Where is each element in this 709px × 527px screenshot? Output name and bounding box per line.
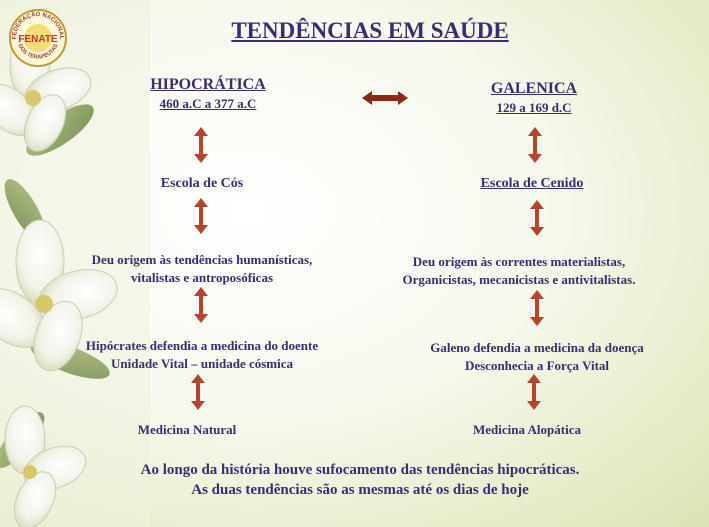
galenica-defense: Galeno defendia a medicina da doença Des… <box>387 339 687 375</box>
double-arrow-vertical-icon <box>191 374 205 410</box>
footer-line2: As duas tendências são as mesmas até os … <box>191 482 529 498</box>
double-arrow-vertical-icon <box>194 127 208 163</box>
hipocratica-school: Escola de Cós <box>160 176 244 191</box>
footer-text: Ao longo da história houve sufocamento d… <box>60 460 660 500</box>
galenica-origin: Deu origem às correntes materialistas, O… <box>369 253 669 289</box>
galenica-school: Escola de Cenido <box>480 176 584 191</box>
galenica-origin-line1: Deu origem às correntes materialistas, <box>412 254 626 269</box>
footer-line1: Ao longo da história houve sufocamento d… <box>140 462 580 478</box>
svg-text:FENATE: FENATE <box>18 34 58 45</box>
double-arrow-horizontal-icon <box>362 91 408 105</box>
hipocratica-medicine: Medicina Natural <box>137 422 237 437</box>
double-arrow-vertical-icon <box>194 198 208 234</box>
magnolia-flowers-decoration <box>0 0 150 527</box>
double-arrow-vertical-icon <box>194 287 208 323</box>
galenica-period: 129 a 169 d.C <box>496 100 572 115</box>
hipocratica-defense-line2: Unidade Vital – unidade cósmica <box>110 356 294 371</box>
hipocratica-origin: Deu origem às tendências humanísticas, v… <box>52 251 352 287</box>
galenica-medicine: Medicina Alopática <box>473 422 581 437</box>
hipocratica-heading: HIPOCRÁTICA <box>150 76 266 93</box>
galenica-defense-line2: Desconhecia a Força Vital <box>464 358 610 373</box>
double-arrow-vertical-icon <box>530 200 544 236</box>
hipocratica-period: 460 a.C a 377 a.C <box>159 96 257 111</box>
galenica-origin-line2: Organicistas, mecanicistas e antivitalis… <box>402 272 636 287</box>
double-arrow-vertical-icon <box>527 374 541 410</box>
galenica-heading: GALENICA <box>490 80 578 97</box>
fenate-logo: FEDERAÇÃO NACIONAL FENATE DOS TERAPEUTAS <box>9 9 67 67</box>
slide-title: TENDÊNCIAS EM SAÚDE <box>231 18 509 43</box>
double-arrow-vertical-icon <box>528 127 542 163</box>
hipocratica-origin-line2: vitalistas e antroposóficas <box>130 270 274 285</box>
hipocratica-defense: Hipócrates defendia a medicina do doente… <box>44 337 360 373</box>
hipocratica-defense-line1: Hipócrates defendia a medicina do doente <box>85 338 319 353</box>
hipocratica-origin-line1: Deu origem às tendências humanísticas, <box>91 252 313 267</box>
galenica-defense-line1: Galeno defendia a medicina da doença <box>430 340 644 355</box>
double-arrow-vertical-icon <box>530 290 544 326</box>
